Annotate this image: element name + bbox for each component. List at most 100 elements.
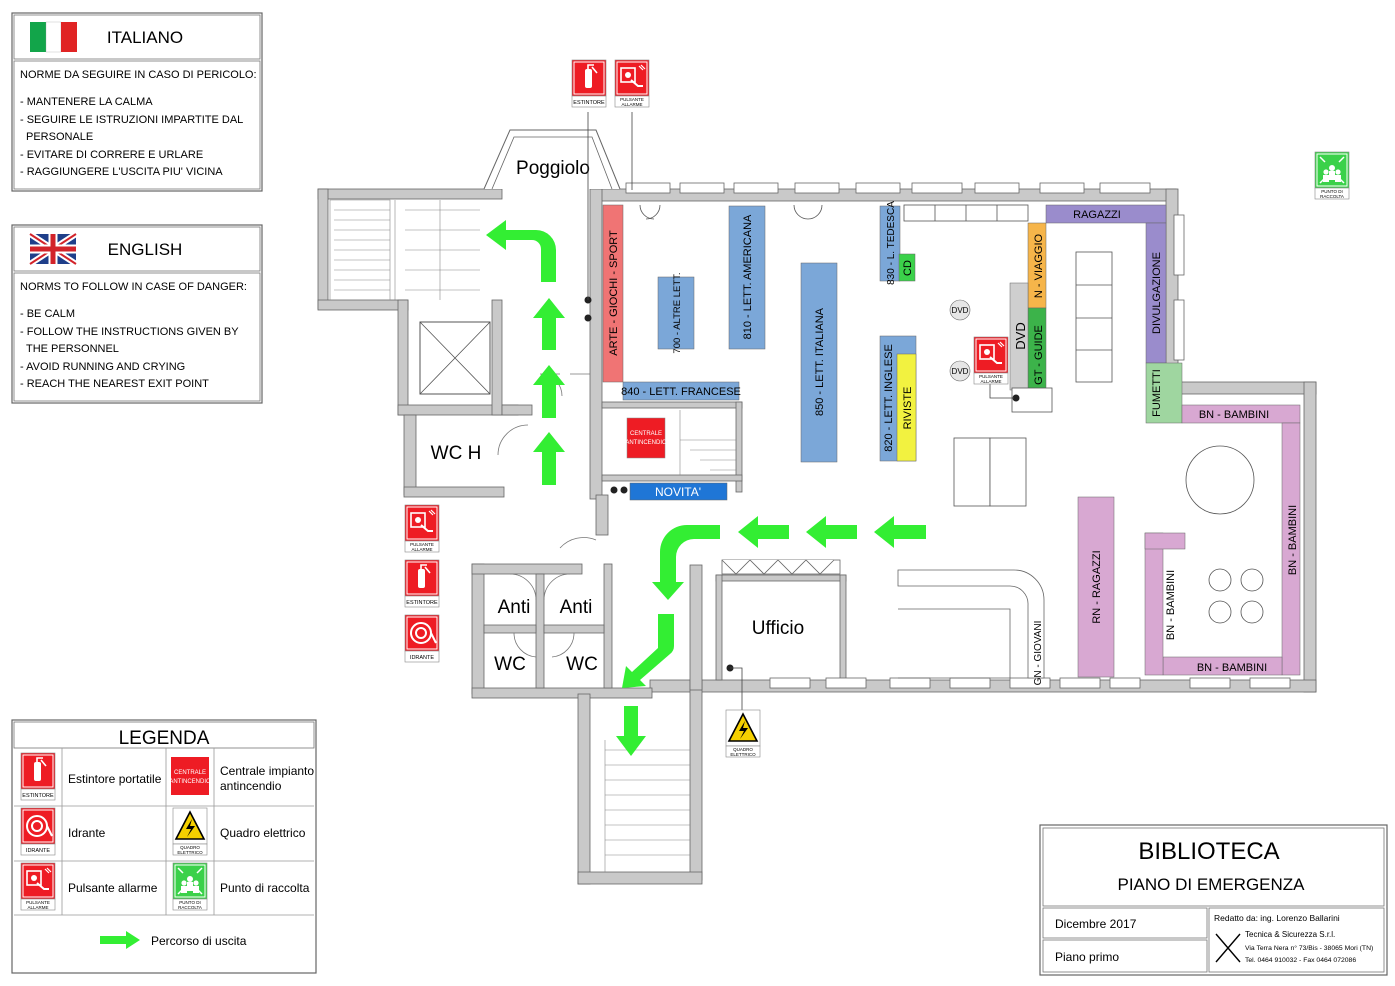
english-rule: - FOLLOW THE INSTRUCTIONS GIVEN BY — [20, 326, 239, 338]
legend-extinguisher-label: Estintore portatile — [68, 772, 162, 786]
exit-arrow-icon — [100, 931, 140, 949]
leader-lines — [587, 112, 743, 712]
svg-text:PULSANTE: PULSANTE — [979, 374, 1003, 379]
svg-text:ELETTRICO: ELETTRICO — [730, 752, 756, 757]
svg-text:ESTINTORE: ESTINTORE — [406, 600, 438, 606]
svg-text:830 - L. TEDESCA: 830 - L. TEDESCA — [886, 201, 897, 285]
svg-text:NOVITA': NOVITA' — [655, 485, 701, 499]
exit-arrow — [652, 525, 720, 600]
wc-h-label: WC H — [431, 443, 482, 464]
wc-label: WC — [494, 654, 526, 675]
alarm-button-icon: PULSANTE ALLARME — [614, 59, 650, 108]
exit-arrow — [622, 614, 674, 688]
english-rules-heading: NORMS TO FOLLOW IN CASE OF DANGER: — [20, 281, 247, 293]
svg-text:RACCOLTA: RACCOLTA — [178, 905, 202, 910]
svg-text:RAGAZZI: RAGAZZI — [1073, 209, 1121, 221]
italian-rule: - RAGGIUNGERE L'USCITA PIU' VICINA — [20, 166, 223, 178]
lower-stairs — [604, 740, 690, 872]
legend-assembly-label: Punto di raccolta — [220, 881, 310, 895]
shelf-dvd: DVD — [1009, 282, 1029, 391]
svg-text:ANTINCENDIO: ANTINCENDIO — [625, 440, 667, 446]
english-rule: - BE CALM — [20, 308, 75, 320]
exit-arrow — [616, 706, 646, 756]
shelf-fumetti: FUMETTI — [1145, 362, 1183, 424]
exit-arrow — [806, 516, 857, 548]
shelf-rn-ragazzi: RN - RAGAZZI — [1077, 496, 1115, 678]
company-logo-icon — [1215, 933, 1241, 963]
english-rule: - AVOID RUNNING AND CRYING — [20, 361, 185, 373]
door-swings — [509, 537, 597, 658]
svg-text:DIVULGAZIONE: DIVULGAZIONE — [1151, 252, 1163, 334]
office-label: Ufficio — [752, 618, 804, 639]
legend-title: LEGENDA — [119, 728, 210, 749]
italian-language-label: ITALIANO — [107, 28, 183, 47]
shelf-bn-bambini: BN - BAMBINI BN - BAMBINI BN - BAMBINI B… — [1144, 404, 1301, 676]
electrical-panel-icon: QUADRO ELETTRICO — [725, 709, 761, 758]
building-walls — [317, 188, 1317, 885]
italian-rule: - SEGUIRE LE ISTRUZIONI IMPARTITE DAL — [20, 114, 243, 126]
english-language-label: ENGLISH — [108, 240, 183, 259]
svg-text:ALLARME: ALLARME — [980, 379, 1001, 384]
anti-room-label: Anti — [560, 597, 593, 618]
exit-arrow — [533, 365, 565, 418]
exit-route — [486, 220, 926, 756]
company-contacts: Tel. 0464 910032 - Fax 0464 072086 — [1245, 957, 1356, 964]
company-address: Via Terra Nera n° 73/Bis - 38065 Mori (T… — [1245, 944, 1373, 952]
svg-text:RN - RAGAZZI: RN - RAGAZZI — [1091, 550, 1103, 623]
exit-arrow — [738, 516, 789, 548]
svg-text:CD: CD — [902, 260, 914, 276]
central-stair — [679, 410, 736, 475]
dvd-disc: DVD — [949, 299, 971, 321]
shelf-tedesca: 830 - L. TEDESCA — [879, 201, 901, 285]
drawn-by: Redatto da: ing. Lorenzo Ballarini — [1214, 913, 1340, 923]
office-shelf — [721, 559, 841, 575]
svg-text:IDRANTE: IDRANTE — [26, 848, 50, 854]
svg-text:DVD: DVD — [952, 306, 969, 315]
title-block: BIBLIOTECA PIANO DI EMERGENZA Dicembre 2… — [1039, 824, 1388, 976]
svg-text:CENTRALE: CENTRALE — [630, 431, 662, 437]
exit-arrow — [486, 220, 556, 282]
plan-date: Dicembre 2017 — [1055, 917, 1137, 931]
plan-floor: Piano primo — [1055, 950, 1119, 964]
hydrant-icon: IDRANTE — [20, 807, 56, 856]
company-name: Tecnica & Sicurezza S.r.l. — [1245, 930, 1335, 939]
svg-text:ALLARME: ALLARME — [621, 102, 642, 107]
english-rule: - REACH THE NEAREST EXIT POINT — [20, 378, 209, 390]
svg-text:DVD: DVD — [1013, 322, 1028, 349]
svg-text:ESTINTORE: ESTINTORE — [22, 793, 54, 799]
svg-text:810 - LETT. AMERICANA: 810 - LETT. AMERICANA — [742, 214, 754, 339]
shelf-arte: ARTE - GIOCHI - SPORT — [602, 204, 624, 383]
svg-text:QUADRO: QUADRO — [733, 747, 753, 752]
legend-fire-central-label: Centrale impianto — [220, 764, 314, 778]
balcony-label: Poggiolo — [516, 158, 590, 179]
svg-text:840 - LETT. FRANCESE: 840 - LETT. FRANCESE — [621, 386, 741, 398]
english-rules-panel: ENGLISH NORMS TO FOLLOW IN CASE OF DANGE… — [11, 224, 263, 404]
svg-text:PULSANTE: PULSANTE — [26, 900, 50, 905]
svg-text:PULSANTE: PULSANTE — [410, 542, 434, 547]
shelf-divulgazione: DIVULGAZIONE — [1145, 222, 1167, 364]
shelf-cd: CD — [898, 253, 916, 282]
italian-rules-heading: NORME DA SEGUIRE IN CASO DI PERICOLO: — [20, 69, 257, 81]
alarm-button-icon: PULSANTE ALLARME — [404, 504, 440, 553]
extinguisher-icon: ESTINTORE — [404, 559, 440, 608]
svg-text:IDRANTE: IDRANTE — [410, 655, 434, 661]
svg-text:RACCOLTA: RACCOLTA — [1320, 194, 1344, 199]
english-rule: THE PERSONNEL — [26, 343, 119, 355]
exit-arrow — [874, 516, 926, 548]
legend-hydrant-label: Idrante — [68, 826, 106, 840]
windows — [625, 182, 1291, 689]
svg-text:QUADRO: QUADRO — [180, 845, 200, 850]
wc-label: WC — [566, 654, 598, 675]
italian-rules-panel: ITALIANO NORME DA SEGUIRE IN CASO DI PER… — [11, 12, 263, 192]
fire-alarm-central-icon: CENTRALE ANTINCENDIO — [169, 757, 211, 795]
dvd-disc: DVD — [949, 360, 971, 382]
legend-fire-central-label: antincendio — [220, 779, 282, 793]
italian-rule: - EVITARE DI CORRERE E URLARE — [20, 149, 203, 161]
plan-title: BIBLIOTECA — [1138, 838, 1279, 865]
svg-text:850 - LETT. ITALIANA: 850 - LETT. ITALIANA — [814, 307, 826, 416]
fire-alarm-central-icon: CENTRALE ANTINCENDIO — [625, 417, 667, 459]
anti-room-label: Anti — [498, 597, 531, 618]
svg-text:N - VIAGGIO: N - VIAGGIO — [1033, 233, 1045, 298]
svg-text:ELETTRICO: ELETTRICO — [177, 850, 203, 855]
shelf-altre: 700 - ALTRE LETT. — [657, 272, 695, 354]
